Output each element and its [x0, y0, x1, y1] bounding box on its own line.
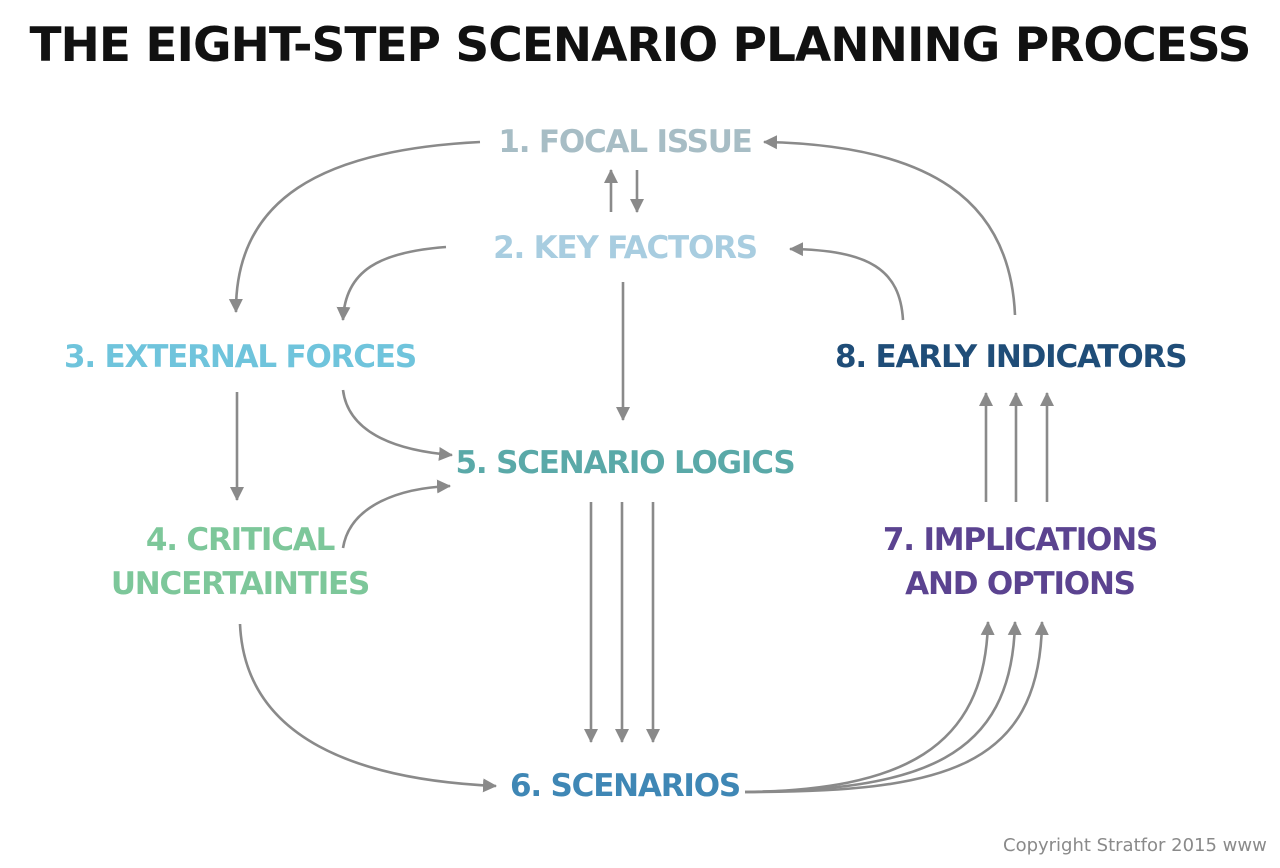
step-3-label: 3. EXTERNAL FORCES [64, 339, 417, 375]
arrow-4-to-5 [341, 479, 451, 549]
step-1-label: 1. FOCAL ISSUE [498, 124, 753, 160]
step-8-early-indicators: 8. EARLY INDICATORS [835, 335, 1188, 379]
arrow-6-to-7-b [744, 621, 1022, 794]
arrow-6-to-7-c [744, 621, 1049, 794]
step-4-label-line1: 4. CRITICAL [145, 522, 335, 558]
arrow-4-to-6 [238, 623, 497, 793]
step-7-implications-and-options: 7. IMPLICATIONS AND OPTIONS [870, 518, 1170, 606]
step-7-label-line1: 7. IMPLICATIONS [882, 522, 1158, 558]
copyright-text: Copyright Stratfor 2015 www [1003, 835, 1267, 856]
diagram-title: THE EIGHT-STEP SCENARIO PLANNING PROCESS [29, 18, 1252, 73]
arrow-3-to-5 [341, 389, 453, 461]
step-6-scenarios: 6. SCENARIOS [480, 764, 770, 808]
arrow-8-to-2 [789, 242, 905, 321]
step-8-label: 8. EARLY INDICATORS [835, 339, 1188, 375]
step-2-key-factors: 2. KEY FACTORS [480, 226, 770, 270]
step-2-label: 2. KEY FACTORS [493, 230, 758, 266]
step-4-label-line2: UNCERTAINTIES [110, 566, 371, 602]
step-4-critical-uncertainties: 4. CRITICAL UNCERTAINTIES [100, 518, 380, 606]
arrow-6-to-7-a [744, 621, 995, 794]
step-7-label-line2: AND OPTIONS [905, 566, 1136, 602]
arrow-8-to-1 [763, 135, 1017, 316]
step-1-focal-issue: 1. FOCAL ISSUE [480, 120, 770, 164]
arrow-1-to-3 [228, 140, 481, 313]
step-6-label: 6. SCENARIOS [509, 768, 741, 804]
step-5-scenario-logics: 5. SCENARIO LOGICS [450, 441, 800, 485]
step-3-external-forces: 3. EXTERNAL FORCES [60, 335, 420, 379]
arrow-2-to-3 [336, 245, 447, 321]
step-5-label: 5. SCENARIO LOGICS [455, 445, 796, 481]
